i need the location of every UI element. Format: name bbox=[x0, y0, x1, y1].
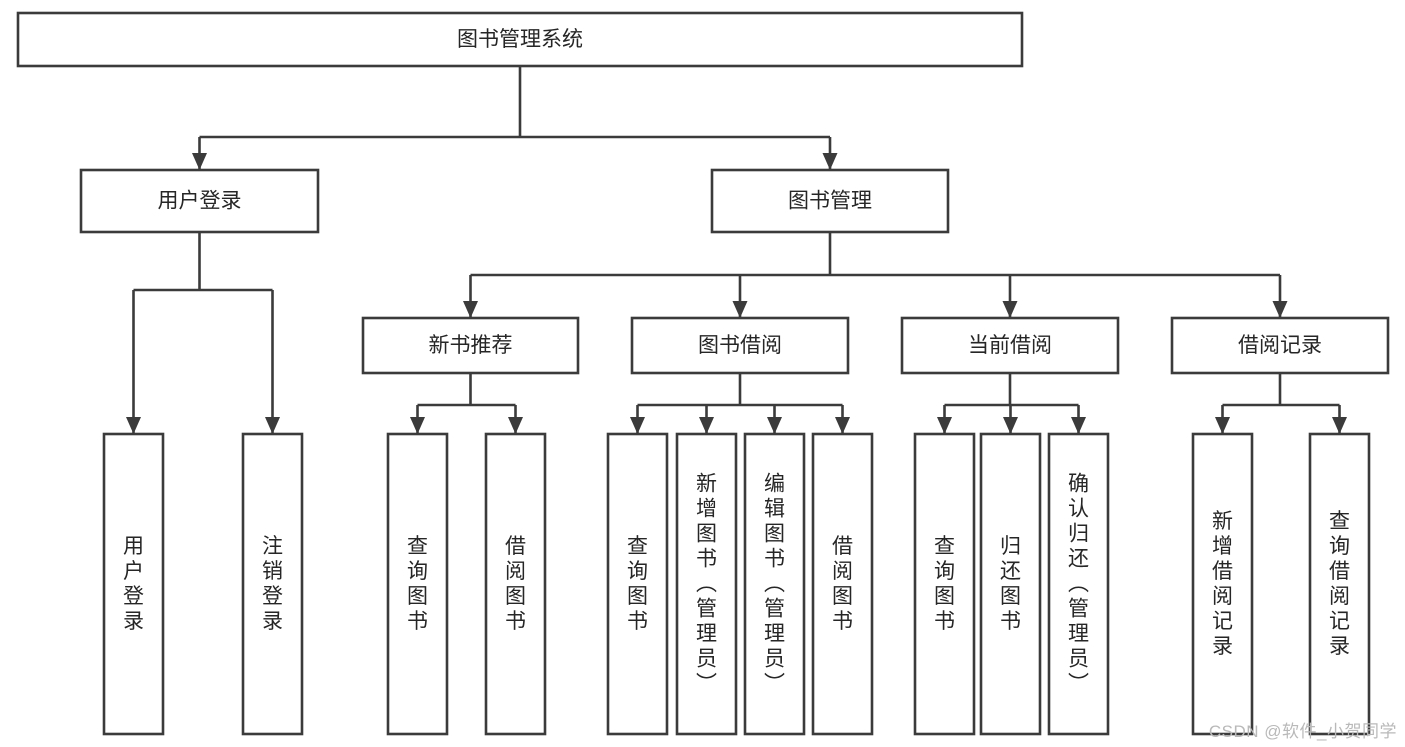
node-box[interactable] bbox=[979, 432, 1042, 736]
node-label: 确认归还︵管理员︶ bbox=[1068, 473, 1089, 696]
arrow-head-icon bbox=[410, 417, 425, 434]
node-level3-1[interactable]: 图书借阅 bbox=[630, 316, 850, 375]
node-leaf-1-3[interactable]: 借阅图书 bbox=[811, 432, 874, 736]
node-leaf-3-1[interactable]: 查询借阅记录 bbox=[1308, 432, 1371, 736]
node-label: 新书推荐 bbox=[429, 334, 513, 357]
node-label: 图书借阅 bbox=[698, 334, 782, 357]
node-box[interactable] bbox=[606, 432, 669, 736]
arrow-head-icon bbox=[508, 417, 523, 434]
node-box[interactable] bbox=[1191, 432, 1254, 736]
arrow-head-icon bbox=[1272, 301, 1288, 318]
node-box[interactable] bbox=[675, 432, 738, 736]
node-box[interactable] bbox=[913, 432, 976, 736]
node-label: 查询图书 bbox=[627, 535, 648, 633]
node-leaf-1-2[interactable]: 编辑图书︵管理员︶ bbox=[743, 432, 806, 736]
node-leaf-1-0[interactable]: 查询图书 bbox=[606, 432, 669, 736]
arrow-head-icon bbox=[265, 417, 280, 434]
node-box[interactable] bbox=[484, 432, 547, 736]
node-level3-2[interactable]: 当前借阅 bbox=[900, 316, 1120, 375]
node-box[interactable] bbox=[900, 316, 1120, 375]
arrow-head-icon bbox=[192, 153, 207, 170]
arrow-head-icon bbox=[1215, 417, 1230, 434]
node-leaf-2-2[interactable]: 确认归还︵管理员︶ bbox=[1047, 432, 1110, 736]
node-box[interactable] bbox=[79, 168, 320, 234]
csdn-watermark: CSDN @软件_小贺同学 bbox=[1208, 722, 1397, 741]
node-box[interactable] bbox=[241, 432, 304, 736]
node-level3-0[interactable]: 新书推荐 bbox=[361, 316, 580, 375]
arrow-head-icon bbox=[1002, 301, 1018, 318]
node-box[interactable] bbox=[630, 316, 850, 375]
arrow-head-icon bbox=[1071, 417, 1086, 434]
node-label: 查询图书 bbox=[934, 535, 955, 633]
node-leaf-0-0[interactable]: 查询图书 bbox=[386, 432, 449, 736]
node-leaf-user-0[interactable]: 用户登录 bbox=[102, 432, 165, 736]
arrow-head-icon bbox=[937, 417, 952, 434]
arrow-head-icon bbox=[767, 417, 782, 434]
node-label: 查询图书 bbox=[407, 535, 428, 633]
arrow-head-icon bbox=[835, 417, 850, 434]
node-leaf-1-1[interactable]: 新增图书︵管理员︶ bbox=[675, 432, 738, 736]
node-box[interactable] bbox=[743, 432, 806, 736]
node-label: 注销登录 bbox=[262, 535, 283, 633]
node-box[interactable] bbox=[1170, 316, 1390, 375]
node-label: 图书管理系统 bbox=[457, 28, 583, 51]
node-label: 当前借阅 bbox=[968, 334, 1052, 357]
node-box[interactable] bbox=[361, 316, 580, 375]
node-label: 新增图书︵管理员︶ bbox=[696, 473, 717, 696]
node-leaf-3-0[interactable]: 新增借阅记录 bbox=[1191, 432, 1254, 736]
node-level2-1[interactable]: 图书管理 bbox=[710, 168, 950, 234]
connectors-layer bbox=[126, 66, 1347, 434]
node-label: 借阅图书 bbox=[505, 535, 526, 633]
node-leaf-user-1[interactable]: 注销登录 bbox=[241, 432, 304, 736]
node-label: 图书管理 bbox=[788, 190, 872, 213]
node-level3-3[interactable]: 借阅记录 bbox=[1170, 316, 1390, 375]
arrow-head-icon bbox=[699, 417, 714, 434]
node-level2-0[interactable]: 用户登录 bbox=[79, 168, 320, 234]
arrow-head-icon bbox=[1003, 417, 1018, 434]
node-leaf-2-1[interactable]: 归还图书 bbox=[979, 432, 1042, 736]
arrow-head-icon bbox=[1332, 417, 1347, 434]
node-label: 借阅记录 bbox=[1238, 334, 1322, 357]
node-box[interactable] bbox=[102, 432, 165, 736]
node-label: 借阅图书 bbox=[832, 535, 853, 633]
arrow-head-icon bbox=[822, 153, 838, 170]
node-box[interactable] bbox=[710, 168, 950, 234]
node-label: 新增借阅记录 bbox=[1212, 510, 1233, 658]
node-label: 编辑图书︵管理员︶ bbox=[764, 473, 785, 696]
arrow-head-icon bbox=[126, 417, 141, 434]
node-box[interactable] bbox=[1308, 432, 1371, 736]
arrow-head-icon bbox=[630, 417, 645, 434]
node-box[interactable] bbox=[16, 11, 1024, 68]
node-node-e59bbee4b9a6e7aea1e79086e7b3bbe7bb9f-root[interactable]: 图书管理系统 bbox=[16, 11, 1024, 68]
node-label: 用户登录 bbox=[158, 190, 242, 213]
node-box[interactable] bbox=[811, 432, 874, 736]
node-box[interactable] bbox=[386, 432, 449, 736]
arrow-head-icon bbox=[463, 301, 478, 318]
nodes-layer: 图书管理系统用户登录图书管理用户登录注销登录新书推荐查询图书借阅图书图书借阅查询… bbox=[16, 11, 1390, 736]
node-label: 用户登录 bbox=[123, 535, 144, 633]
node-label: 查询借阅记录 bbox=[1329, 510, 1350, 658]
node-leaf-0-1[interactable]: 借阅图书 bbox=[484, 432, 547, 736]
arrow-head-icon bbox=[732, 301, 748, 318]
node-box[interactable] bbox=[1047, 432, 1110, 736]
node-leaf-2-0[interactable]: 查询图书 bbox=[913, 432, 976, 736]
node-label: 归还图书 bbox=[1000, 535, 1021, 633]
